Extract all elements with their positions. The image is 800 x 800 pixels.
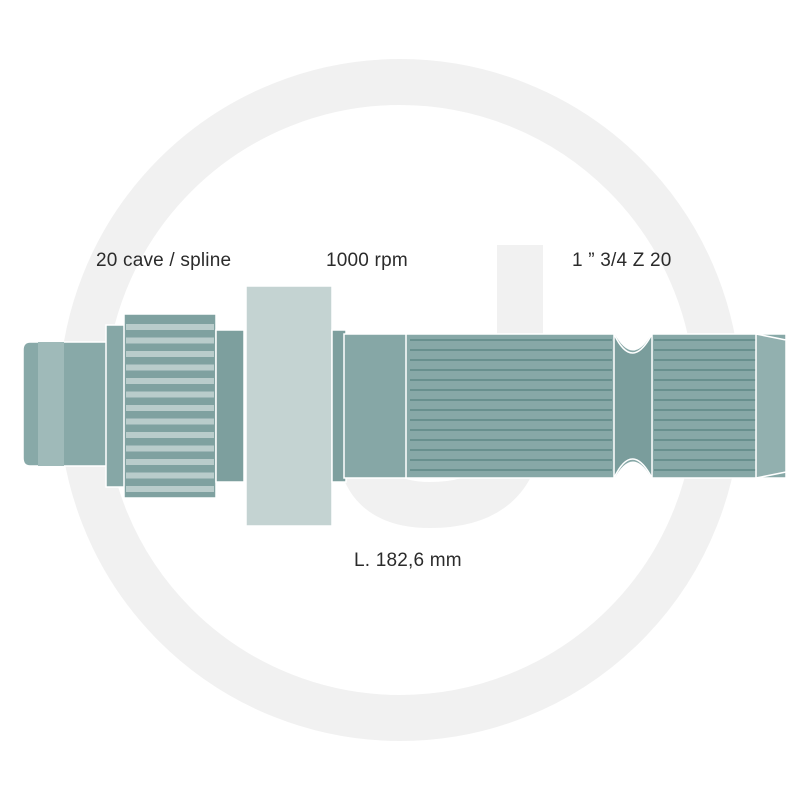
shaft-chamfered-tip [755, 333, 787, 479]
lock-groove [613, 333, 653, 479]
lock-groove-top-notch [614, 333, 652, 351]
spline-tooth [126, 391, 214, 398]
spline-tooth [126, 459, 214, 465]
pto-shaft [22, 285, 787, 527]
spline-tooth [126, 418, 214, 425]
shaft-smooth-section [343, 333, 409, 479]
spline-tooth [126, 364, 214, 371]
spline-tooth [126, 432, 214, 438]
left-spline-grooves [126, 324, 214, 492]
right-spline-section [405, 333, 787, 479]
spline-tooth [126, 337, 214, 344]
spline-tooth [126, 378, 214, 384]
profile-label: 1 ” 3/4 Z 20 [572, 250, 672, 271]
spline-tooth [126, 486, 214, 492]
shaft-neck-left [215, 329, 245, 483]
spline-tooth [126, 351, 214, 357]
length-label: L. 182,6 mm [354, 550, 462, 571]
spline-tooth [126, 445, 214, 452]
spline-count-label: 20 cave / spline [96, 250, 232, 271]
shaft-collar [245, 285, 333, 527]
spline-tooth [126, 324, 214, 330]
speed-label: 1000 rpm [326, 250, 408, 271]
shaft-pilot-end [22, 341, 109, 467]
shaft-pilot-highlight [38, 342, 64, 466]
lock-groove-bottom-notch [614, 461, 652, 479]
spline-tooth [126, 405, 214, 411]
spline-tooth [126, 472, 214, 479]
